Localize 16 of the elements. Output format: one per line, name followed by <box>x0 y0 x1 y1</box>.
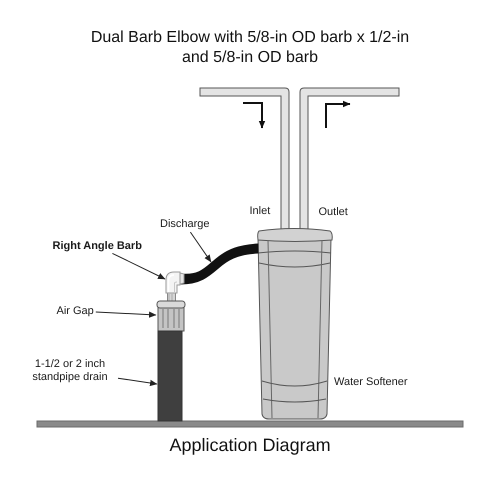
leader-line <box>118 378 158 386</box>
standpipe <box>158 330 182 422</box>
leader-line <box>112 252 166 280</box>
caption: Application Diagram <box>170 434 331 456</box>
callout-label: Air Gap <box>56 304 94 318</box>
callout-label: Discharge <box>160 218 210 230</box>
leader-line <box>190 232 212 262</box>
leader-line <box>95 311 156 318</box>
hose <box>180 244 258 284</box>
pipe-label: Inlet <box>250 204 270 218</box>
title: Dual Barb Elbow with 5/8-in OD barb x 1/2-in and 5/8-in OD barb <box>90 28 410 68</box>
air-gap-fitting <box>156 300 186 332</box>
callout-label: Right Angle Barb <box>52 240 142 252</box>
pipe-label: Outlet <box>318 206 348 218</box>
part-label: Water Softener <box>334 376 408 388</box>
callout-label: 1-1/2 or 2 inch standpipe drain <box>24 358 116 384</box>
